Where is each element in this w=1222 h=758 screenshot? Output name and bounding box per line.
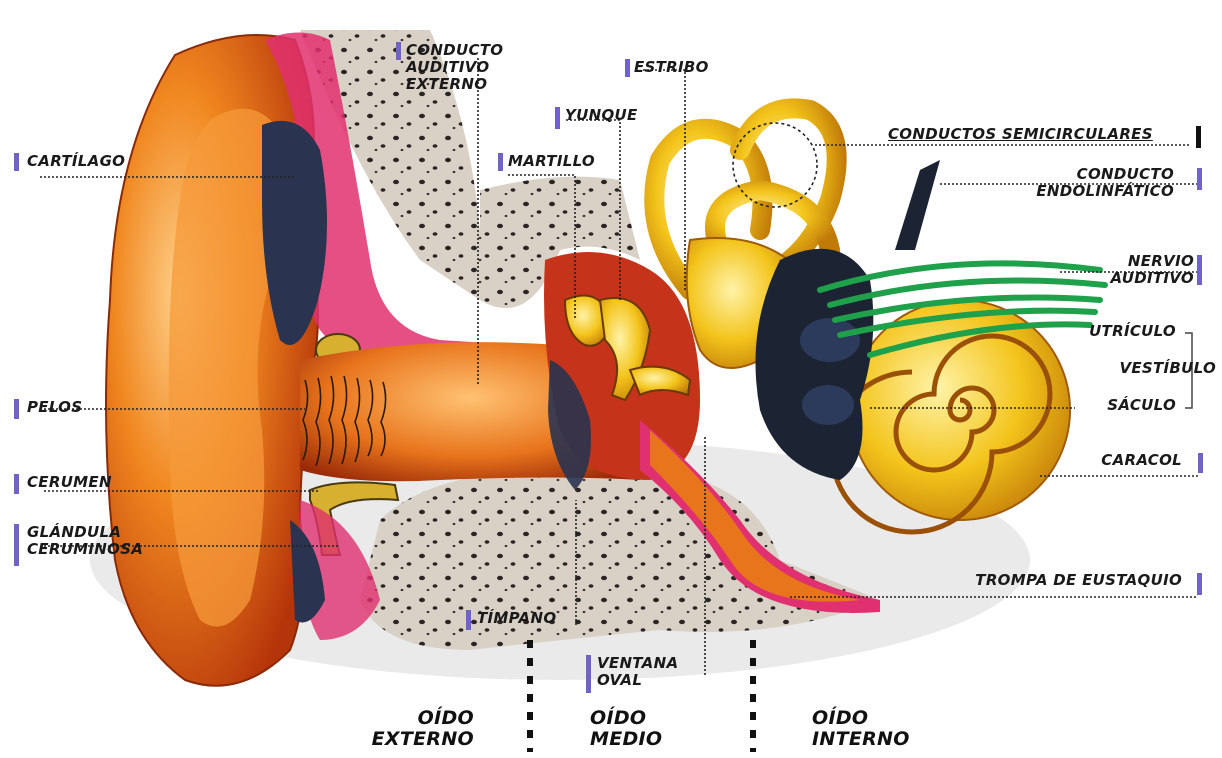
label-line: Nervio (1111, 253, 1194, 270)
region-line: externo (372, 729, 474, 750)
label-estribo: Estribo (634, 59, 709, 76)
label-line: externo (406, 76, 503, 93)
label-line: endolinfático (1036, 183, 1174, 200)
label-conducto-auditivo-externo: Conducto auditivo externo (406, 42, 503, 93)
region-line: medio (590, 729, 662, 750)
region-oido-externo: Oído externo (372, 708, 474, 750)
label-ventana-oval: Ventana oval (597, 655, 678, 689)
marker-bar (586, 655, 591, 693)
region-line: Oído (812, 708, 910, 729)
label-line: Glándula (27, 524, 143, 541)
label-conducto-endolinfatico: Conducto endolinfático (1036, 166, 1174, 200)
label-cartilago: Cartílago (27, 153, 125, 170)
label-pelos: Pelos (27, 399, 82, 416)
label-line: ceruminosa (27, 541, 143, 558)
marker-bar (14, 153, 19, 171)
region-oido-medio: Oído medio (590, 708, 662, 750)
marker-bar (1197, 168, 1202, 190)
label-cerumen: Cerumen (27, 474, 112, 491)
label-trompa-de-eustaquio: Trompa de Eustaquio (975, 572, 1182, 589)
region-line: Oído (590, 708, 662, 729)
label-line: auditivo (406, 59, 503, 76)
label-line: oval (597, 672, 678, 689)
marker-bar (625, 59, 630, 77)
marker-bar (1197, 573, 1202, 595)
region-line: interno (812, 729, 910, 750)
marker-bar (1196, 126, 1201, 148)
label-saculo: Sáculo (1107, 397, 1176, 414)
label-line: Conducto (1036, 166, 1174, 183)
region-line: Oído (372, 708, 474, 729)
endolymphatic-duct (895, 160, 940, 250)
label-line: Conducto (406, 42, 503, 59)
marker-bar (555, 107, 560, 129)
label-utriculo: Utrículo (1089, 323, 1176, 340)
saccule (802, 385, 854, 425)
region-oido-interno: Oído interno (812, 708, 910, 750)
marker-bar (14, 474, 19, 494)
marker-bar (1198, 453, 1203, 473)
utricle (800, 318, 860, 362)
label-line: Ventana (597, 655, 678, 672)
marker-bar (1197, 255, 1202, 285)
label-caracol: Caracol (1101, 452, 1182, 469)
marker-bar (498, 153, 503, 171)
marker-bar (14, 399, 19, 419)
label-nervio-auditivo: Nervio auditivo (1111, 253, 1194, 287)
label-line: auditivo (1111, 270, 1194, 287)
marker-bar (396, 42, 401, 60)
marker-bar (466, 610, 471, 630)
marker-bar (14, 524, 19, 566)
label-glandula-ceruminosa: Glándula ceruminosa (27, 524, 143, 558)
label-yunque: Yunque (565, 107, 638, 124)
membranous-labyrinth (756, 249, 874, 480)
label-timpano: Tímpano (477, 610, 556, 627)
label-martillo: Martillo (508, 153, 595, 170)
label-conductos-semicirculares: Conductos semicirculares (888, 126, 1153, 143)
label-vestibulo: Vestíbulo (1119, 360, 1216, 377)
